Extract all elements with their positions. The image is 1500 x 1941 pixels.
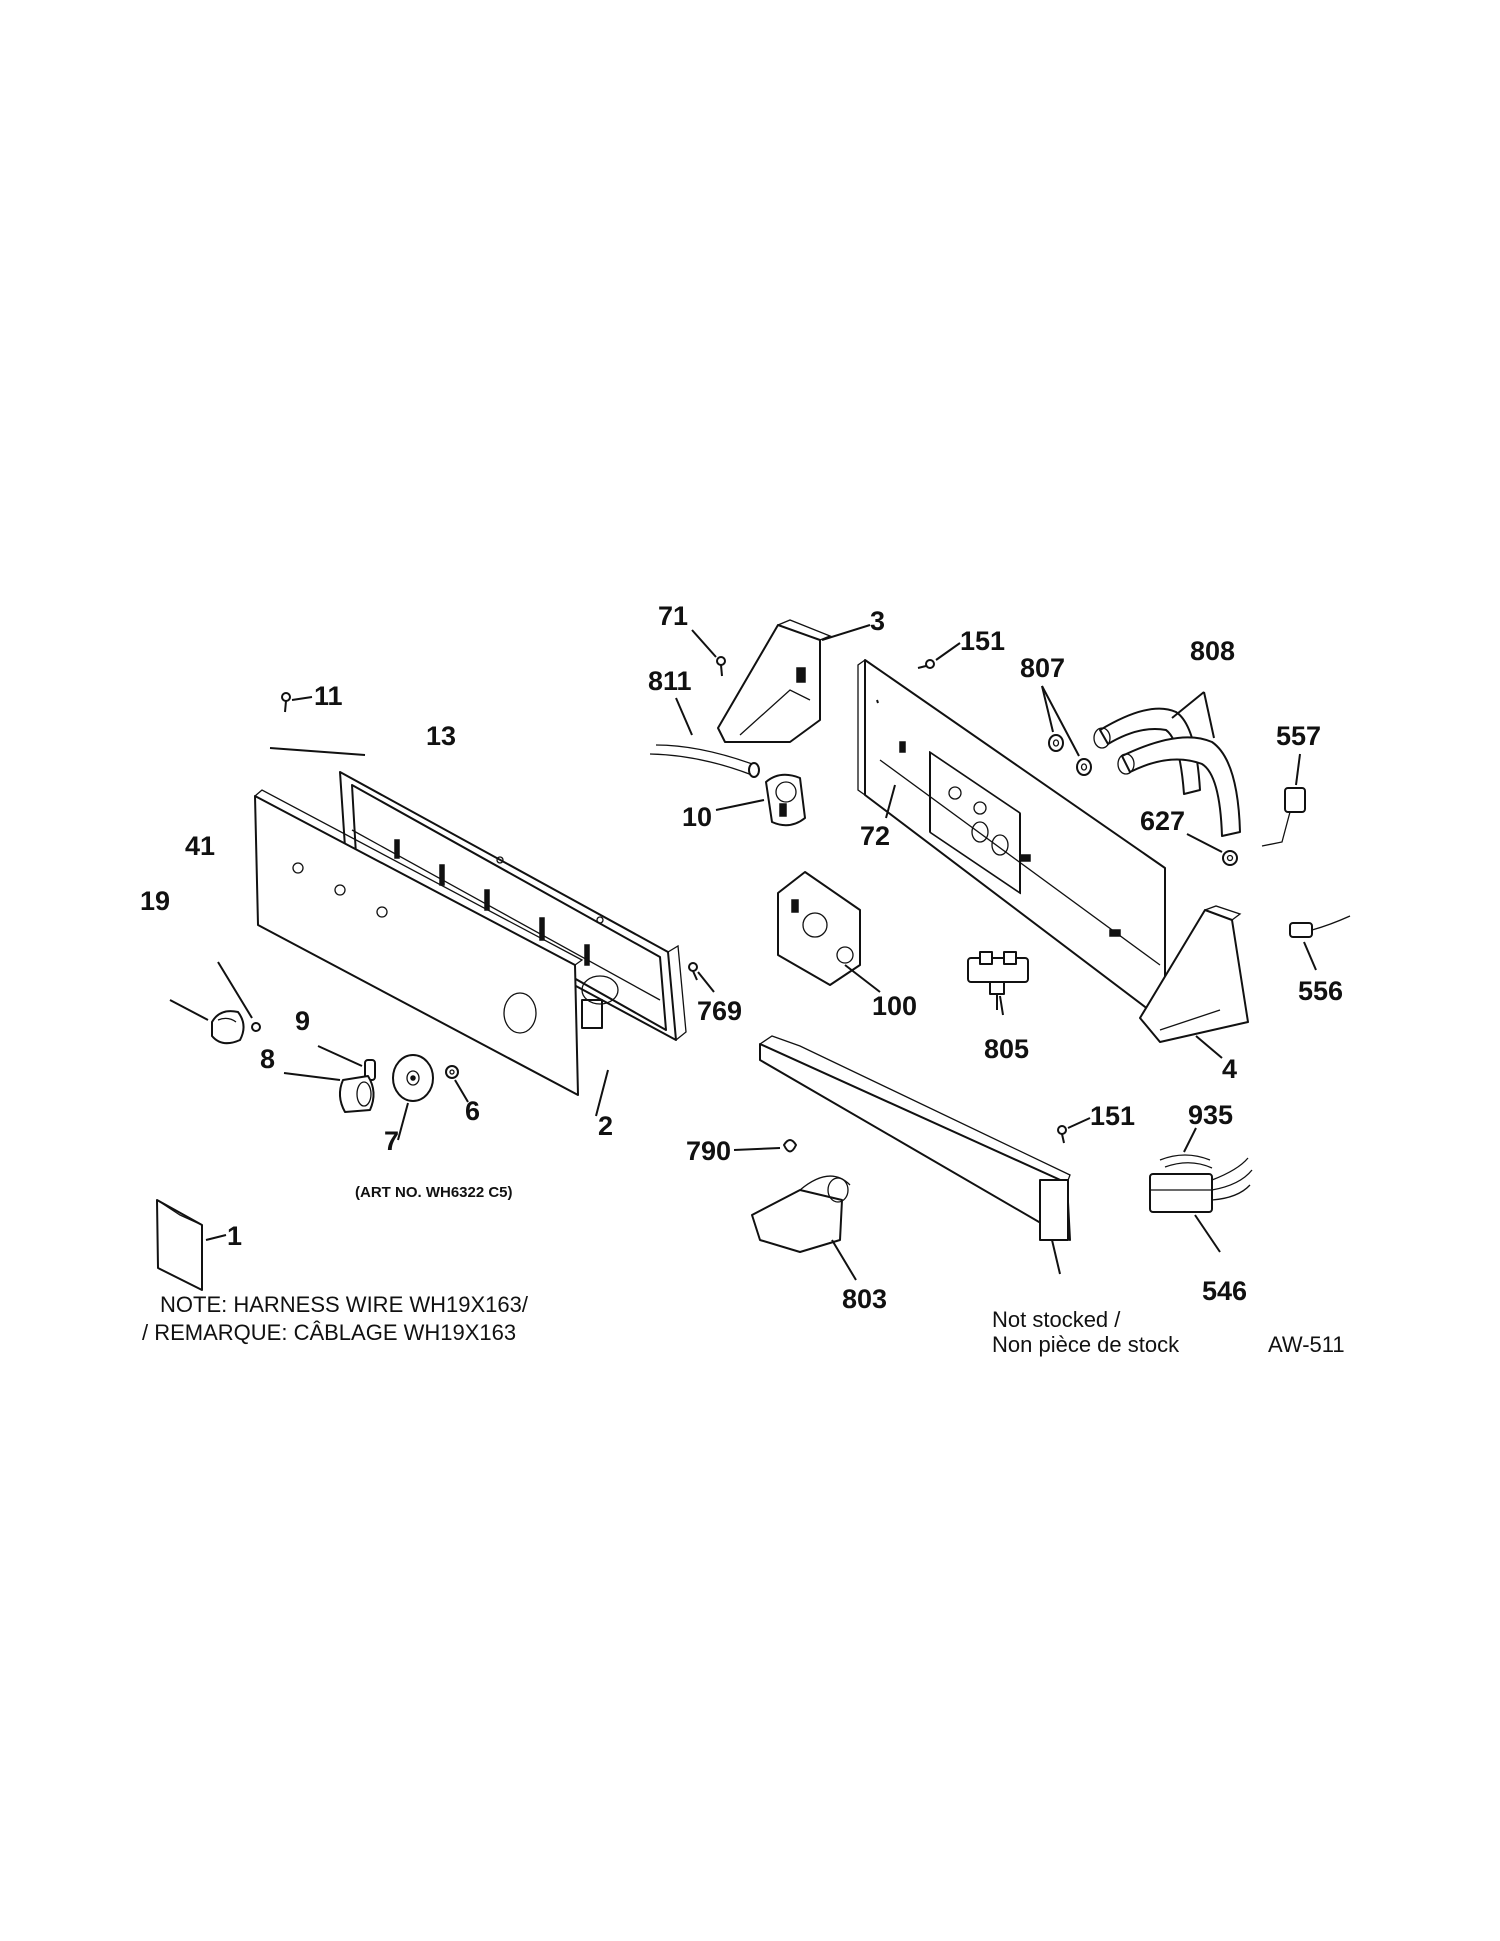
callout-151-lower: 151 (1090, 1101, 1135, 1131)
callout-3: 3 (870, 606, 885, 636)
part-10-pressure-switch (715, 773, 806, 827)
part-769-screw (688, 962, 715, 993)
harness-note-line-2: / REMARQUE: CÂBLAGE WH19X163 (142, 1320, 516, 1345)
callout-8: 8 (260, 1044, 275, 1074)
part-41-clip (217, 961, 261, 1032)
part-790-clamp (733, 1139, 797, 1153)
callout-627: 627 (1140, 806, 1185, 836)
art-number: (ART NO. WH6322 C5) (355, 1184, 513, 1201)
part-151-screw-top (917, 642, 961, 669)
callout-10: 10 (682, 802, 712, 832)
part-8-knob (283, 1072, 375, 1113)
part-556-plug (1289, 915, 1351, 971)
callout-11: 11 (314, 681, 343, 711)
part-546-harness-connector (1149, 1157, 1253, 1253)
part-100-timer (777, 871, 881, 993)
callout-2: 2 (598, 1111, 613, 1141)
figure-id: AW-511 (1268, 1332, 1345, 1357)
harness-note-line-1: NOTE: HARNESS WIRE WH19X163/ (160, 1292, 529, 1317)
callout-803: 803 (842, 1284, 887, 1314)
part-3-end-cap (717, 619, 871, 743)
callout-71: 71 (658, 601, 688, 631)
callout-41: 41 (185, 831, 215, 861)
part-935-harness-wire (1159, 1127, 1213, 1169)
callout-labels: 11 13 41 19 9 8 7 6 2 769 1 71 3 811 10 … (140, 601, 1343, 1314)
callout-72: 72 (860, 821, 890, 851)
callout-1: 1 (227, 1221, 242, 1251)
callout-805: 805 (984, 1034, 1029, 1064)
callout-19: 19 (140, 886, 170, 916)
callout-808: 808 (1190, 636, 1235, 666)
callout-13: 13 (426, 721, 456, 751)
part-805-water-valve (967, 951, 1029, 1016)
part-811-hose (649, 697, 760, 778)
not-stocked-line-2: Non pièce de stock (992, 1332, 1180, 1357)
part-6-nut (445, 1065, 469, 1103)
part-803-pump (751, 1175, 857, 1281)
callout-935: 935 (1188, 1100, 1233, 1130)
callout-557: 557 (1276, 721, 1321, 751)
part-7-dial (392, 1054, 434, 1141)
callout-9: 9 (295, 1006, 310, 1036)
notes: (ART NO. WH6322 C5) NOTE: HARNESS WIRE W… (142, 1184, 1345, 1357)
callout-769: 769 (697, 996, 742, 1026)
part-71-screw (691, 629, 726, 677)
part-9-lens (317, 1045, 376, 1081)
part-808-inlet-hoses (1093, 691, 1241, 837)
callout-7: 7 (384, 1126, 399, 1156)
callout-556: 556 (1298, 976, 1343, 1006)
callout-6: 6 (465, 1096, 480, 1126)
part-2-control-panel (254, 789, 619, 1117)
part-19-knob (169, 999, 245, 1045)
part-72-backsplash (857, 659, 1166, 1023)
callout-151-top: 151 (960, 626, 1005, 656)
part-11-screw (281, 692, 313, 713)
part-1-literature (156, 1199, 227, 1291)
callout-100: 100 (872, 991, 917, 1021)
not-stocked-line-1: Not stocked / (992, 1307, 1121, 1332)
part-151-screw-lower (1057, 1117, 1091, 1144)
callout-4: 4 (1222, 1054, 1237, 1084)
callout-546: 546 (1202, 1276, 1247, 1306)
callout-811: 811 (648, 666, 692, 696)
part-4-end-cap (1139, 905, 1249, 1059)
part-13-backsplash-frame (269, 747, 687, 1041)
part-627-nut (1186, 833, 1238, 866)
part-807-washers (1041, 685, 1092, 776)
part-lower-bracket (759, 1035, 1071, 1275)
part-557-cord (1261, 753, 1306, 847)
callout-790: 790 (686, 1136, 731, 1166)
callout-807: 807 (1020, 653, 1065, 683)
